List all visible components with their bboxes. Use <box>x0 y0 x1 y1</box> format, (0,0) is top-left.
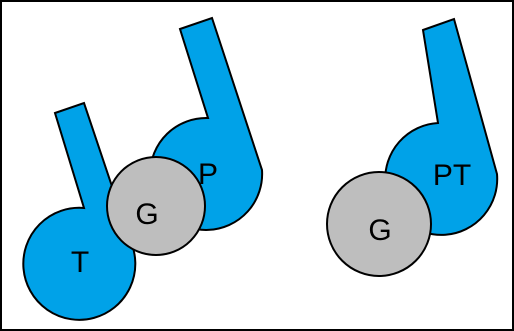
left-machine-group: T G P <box>22 16 264 321</box>
pump-turbine-label: PT <box>433 159 471 192</box>
pump-label: P <box>198 158 218 191</box>
left-generator-circle <box>106 156 206 256</box>
right-generator-circle <box>326 171 432 277</box>
right-generator-label: G <box>368 214 391 247</box>
left-generator-label: G <box>135 198 158 231</box>
turbine-label: T <box>71 246 89 279</box>
right-machine-group: G PT <box>326 17 499 277</box>
turbine-casing-shape <box>22 101 137 321</box>
